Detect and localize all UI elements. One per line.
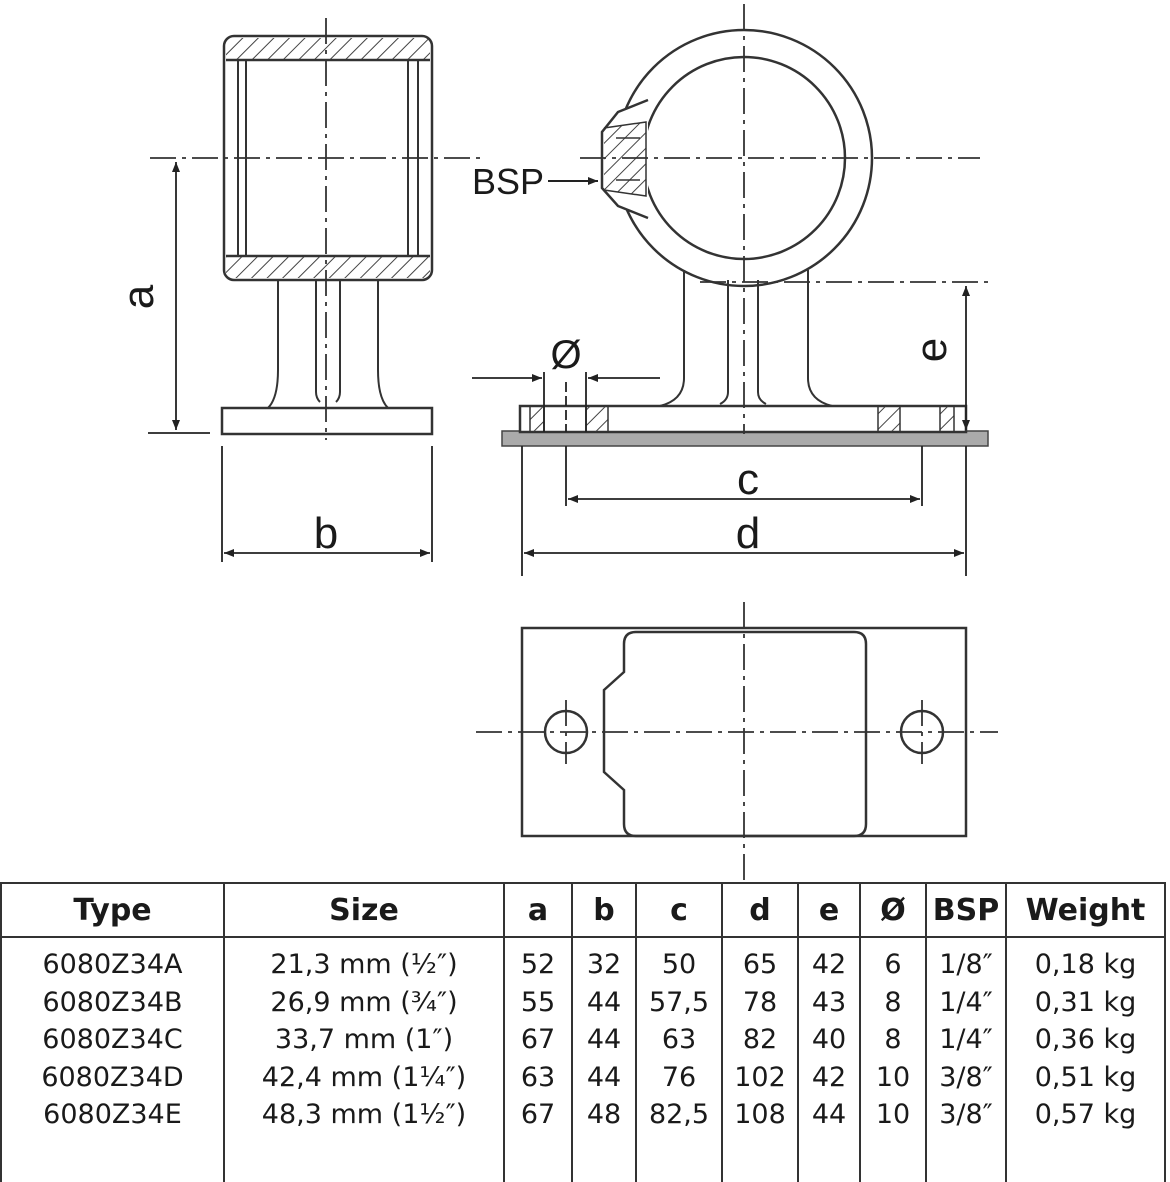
cell-b: 44 <box>571 983 637 1021</box>
table-row: 6080Z34D 42,4 mm (1¼″) 63 44 76 102 42 1… <box>0 1058 1166 1096</box>
table-row: 6080Z34B 26,9 mm (¾″) 55 44 57,5 78 43 8… <box>0 983 1166 1021</box>
cell-e: 40 <box>797 1021 861 1059</box>
label-d: d <box>736 509 760 558</box>
cell-a: 67 <box>503 1096 573 1134</box>
technical-drawing: a b BSP <box>114 4 998 880</box>
cell-size: 26,9 mm (¾″) <box>223 983 505 1021</box>
cell-c: 63 <box>635 1021 723 1059</box>
header-type: Type <box>0 882 225 938</box>
header-d: d <box>721 882 799 938</box>
header-c: c <box>635 882 723 938</box>
cell-weight: 0,57 kg <box>1005 1096 1166 1134</box>
cell-d: 78 <box>721 983 799 1021</box>
cell-e: 43 <box>797 983 861 1021</box>
dimension-d <box>521 446 967 576</box>
cell-size: 48,3 mm (1½″) <box>223 1096 505 1134</box>
cell-dia: 8 <box>859 1021 927 1059</box>
cell-type: 6080Z34D <box>0 1058 225 1096</box>
cell-a: 63 <box>503 1058 573 1096</box>
cell-b: 44 <box>571 1021 637 1059</box>
cell-e: 42 <box>797 1058 861 1096</box>
table-row: 6080Z34E 48,3 mm (1½″) 67 48 82,5 108 44… <box>0 1096 1166 1134</box>
side-tube-hatch-top <box>226 38 430 60</box>
cell-dia: 6 <box>859 937 927 984</box>
cell-b: 44 <box>571 1058 637 1096</box>
table-header-row: Type Size a b c d e Ø BSP Weight <box>0 882 1166 938</box>
cell-d: 108 <box>721 1096 799 1134</box>
dimension-b <box>221 446 433 562</box>
cell-bsp: 1/4″ <box>925 1021 1007 1059</box>
side-view <box>220 34 434 436</box>
cell-b: 32 <box>571 937 637 984</box>
cell-e: 44 <box>797 1096 861 1134</box>
header-size: Size <box>223 882 505 938</box>
label-bsp: BSP <box>472 161 544 202</box>
header-dia: Ø <box>859 882 927 938</box>
cell-bsp: 3/8″ <box>925 1096 1007 1134</box>
side-stem <box>267 280 389 409</box>
front-view <box>518 28 968 434</box>
spec-table: Type Size a b c d e Ø BSP Weight 6080Z34… <box>0 882 1166 1182</box>
cell-weight: 0,51 kg <box>1005 1058 1166 1096</box>
cell-dia: 8 <box>859 983 927 1021</box>
header-b: b <box>571 882 637 938</box>
label-e: e <box>907 338 956 362</box>
dimension-a <box>148 162 210 434</box>
cell-a: 52 <box>503 937 573 984</box>
top-stem-outline <box>602 630 868 838</box>
cell-dia: 10 <box>859 1096 927 1134</box>
label-c: c <box>737 455 759 504</box>
cell-bsp: 3/8″ <box>925 1058 1007 1096</box>
cell-b: 48 <box>571 1096 637 1134</box>
dimension-dia <box>472 372 660 432</box>
header-a: a <box>503 882 573 938</box>
label-b: b <box>314 509 338 558</box>
header-e: e <box>797 882 861 938</box>
front-stem <box>659 270 833 407</box>
cell-type: 6080Z34C <box>0 1021 225 1059</box>
cell-e: 42 <box>797 937 861 984</box>
cell-size: 21,3 mm (½″) <box>223 937 505 984</box>
cell-weight: 0,18 kg <box>1005 937 1166 984</box>
cell-bsp: 1/8″ <box>925 937 1007 984</box>
side-base-plate <box>220 406 434 436</box>
table-spacer-row <box>0 1133 1166 1182</box>
cell-d: 82 <box>721 1021 799 1059</box>
label-dia: Ø <box>550 333 581 377</box>
cell-size: 33,7 mm (1″) <box>223 1021 505 1059</box>
front-base <box>518 404 968 434</box>
cell-c: 50 <box>635 937 723 984</box>
side-tube-hatch-bottom <box>226 256 430 278</box>
cell-type: 6080Z34A <box>0 937 225 984</box>
label-a: a <box>114 284 163 309</box>
dimension-c <box>565 446 923 506</box>
cell-a: 67 <box>503 1021 573 1059</box>
cell-c: 82,5 <box>635 1096 723 1134</box>
cell-weight: 0,36 kg <box>1005 1021 1166 1059</box>
header-weight: Weight <box>1005 882 1166 938</box>
cell-type: 6080Z34B <box>0 983 225 1021</box>
cell-dia: 10 <box>859 1058 927 1096</box>
cell-d: 65 <box>721 937 799 984</box>
cell-size: 42,4 mm (1¼″) <box>223 1058 505 1096</box>
cell-c: 57,5 <box>635 983 723 1021</box>
cell-c: 76 <box>635 1058 723 1096</box>
table-row: 6080Z34A 21,3 mm (½″) 52 32 50 65 42 6 1… <box>0 937 1166 984</box>
header-bsp: BSP <box>925 882 1007 938</box>
cell-bsp: 1/4″ <box>925 983 1007 1021</box>
cell-a: 55 <box>503 983 573 1021</box>
cell-type: 6080Z34E <box>0 1096 225 1134</box>
cell-d: 102 <box>721 1058 799 1096</box>
table-row: 6080Z34C 33,7 mm (1″) 67 44 63 82 40 8 1… <box>0 1021 1166 1059</box>
cell-weight: 0,31 kg <box>1005 983 1166 1021</box>
